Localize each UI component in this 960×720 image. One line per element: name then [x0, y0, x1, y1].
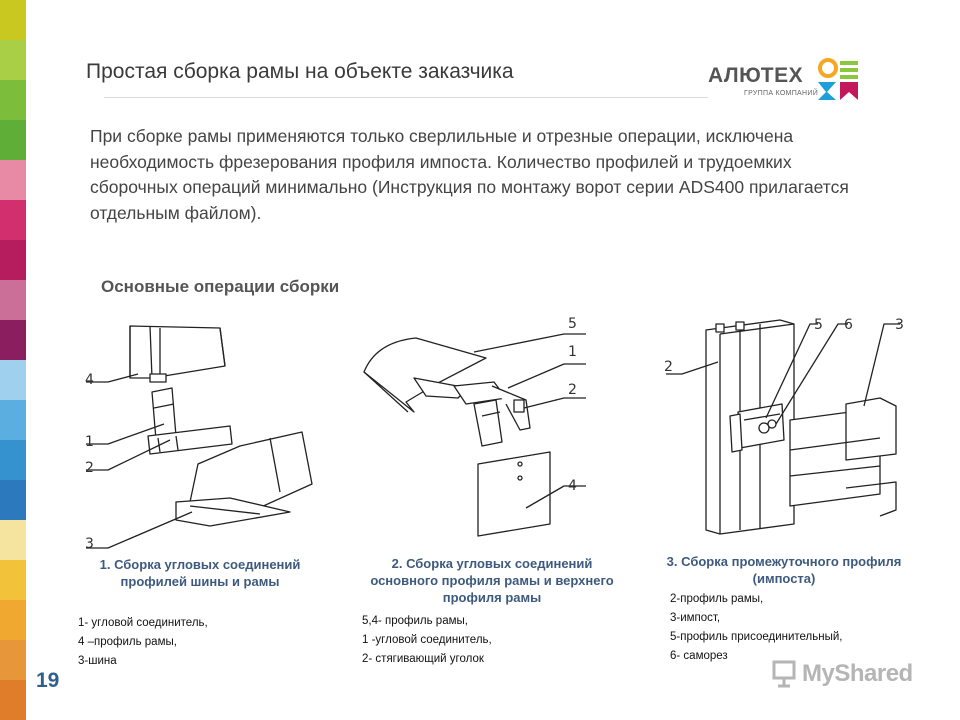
figure-2-top-profile [363, 337, 487, 413]
figure-2-legend: 5,4- профиль рамы, 1 -угловой соединител… [362, 612, 492, 669]
figure-3-drawing [660, 310, 910, 540]
color-bar-segment [0, 320, 26, 360]
figure-1-leader-lines [86, 373, 193, 549]
figure-3-legend-item: 6- саморез [670, 650, 728, 662]
figure-2-legend-item: 5,4- профиль рамы, [362, 615, 468, 627]
page-number: 19 [36, 669, 60, 692]
figure-1-legend-item: 3-шина [78, 655, 117, 667]
figure-1-corner-connector [147, 387, 233, 455]
figure-2-corner-connector [453, 381, 531, 447]
figure-3-connector-plate [729, 403, 785, 453]
intro-paragraph: При сборке рамы применяются только сверл… [90, 126, 849, 223]
figure-1-drawing [80, 316, 320, 556]
figure-3-label-3: 3 [895, 317, 904, 333]
logo-subtitle: ГРУППА КОМПАНИЙ [744, 90, 819, 97]
color-bar-segment [0, 120, 26, 160]
figure-2-frame-profile [477, 451, 551, 537]
figure-2-label-5: 5 [568, 316, 577, 332]
figure-3-label-6: 6 [844, 317, 853, 333]
figure-1-label-4: 4 [85, 372, 94, 388]
watermark-text: MyShared [802, 660, 913, 687]
figure-2-legend-item: 1 -угловой соединитель, [362, 634, 492, 646]
figure-3-leader-lines [666, 323, 900, 425]
color-bar-segment [0, 200, 26, 240]
color-bar-segment [0, 240, 26, 280]
figure-1-rail [175, 431, 313, 527]
figure-3-legend-item: 2-профиль рамы, [670, 593, 764, 605]
color-bar-segment [0, 600, 26, 640]
figure-3-legend-item: 3-импост, [670, 612, 721, 624]
figure-3-legend: 2-профиль рамы, 3-импост, 5-профиль прис… [670, 590, 843, 666]
figure-1-frame-profile [129, 325, 226, 383]
figure-2-legend-item: 2- стягивающий уголок [362, 653, 484, 665]
figure-3-mullion [789, 397, 897, 517]
figure-2-caption: 2. Сборка угловых соединений основного п… [370, 556, 614, 605]
figure-2-leader-lines [473, 333, 586, 509]
figure-1-label-2: 2 [85, 460, 94, 476]
color-bar-segment [0, 80, 26, 120]
color-bar-segment [0, 0, 26, 40]
logo-wordmark: АЛЮТЕХ [708, 64, 804, 87]
figure-1-label-3: 3 [85, 536, 94, 552]
color-bar-segment [0, 520, 26, 560]
figure-3-label-5: 5 [814, 317, 823, 333]
figure-1-caption: 1. Сборка угловых соединений профилей ши… [99, 557, 301, 589]
title-divider [104, 97, 708, 98]
color-bar-segment [0, 440, 26, 480]
company-logo: АЛЮТЕХ ГРУППА КОМПАНИЙ [708, 54, 864, 104]
color-bar-segment [0, 560, 26, 600]
figure-3-caption: 3. Сборка промежуточного профиля (импост… [666, 554, 902, 586]
figure-2-label-2: 2 [568, 382, 577, 398]
figure-3-legend-item: 5-профиль присоединительный, [670, 631, 843, 643]
figure-1-legend-item: 1- угловой соединитель, [78, 617, 208, 629]
color-bar-segment [0, 160, 26, 200]
figure-3-label-2: 2 [664, 359, 673, 375]
section-heading: Основные операции сборки [101, 277, 340, 296]
color-bar-segment [0, 360, 26, 400]
page-title: Простая сборка рамы на объекте заказчика [86, 60, 514, 83]
figure-2-label-4: 4 [568, 478, 577, 494]
color-bar-segment [0, 640, 26, 680]
color-bar-segment [0, 280, 26, 320]
figure-1-legend: 1- угловой соединитель, 4 –профиль рамы,… [78, 614, 208, 671]
color-bar-segment [0, 480, 26, 520]
presentation-icon [772, 660, 796, 688]
figure-2-label-1: 1 [568, 344, 577, 360]
color-bar-segment [0, 400, 26, 440]
color-bar-segment [0, 40, 26, 80]
figure-1-label-1: 1 [85, 434, 94, 450]
figure-1-legend-item: 4 –профиль рамы, [78, 636, 177, 648]
color-bar-segment [0, 680, 26, 720]
figure-2-drawing [356, 312, 596, 542]
watermark: MyShared [772, 660, 913, 688]
side-color-bar [0, 0, 26, 720]
logo-mark-icon [818, 58, 858, 100]
